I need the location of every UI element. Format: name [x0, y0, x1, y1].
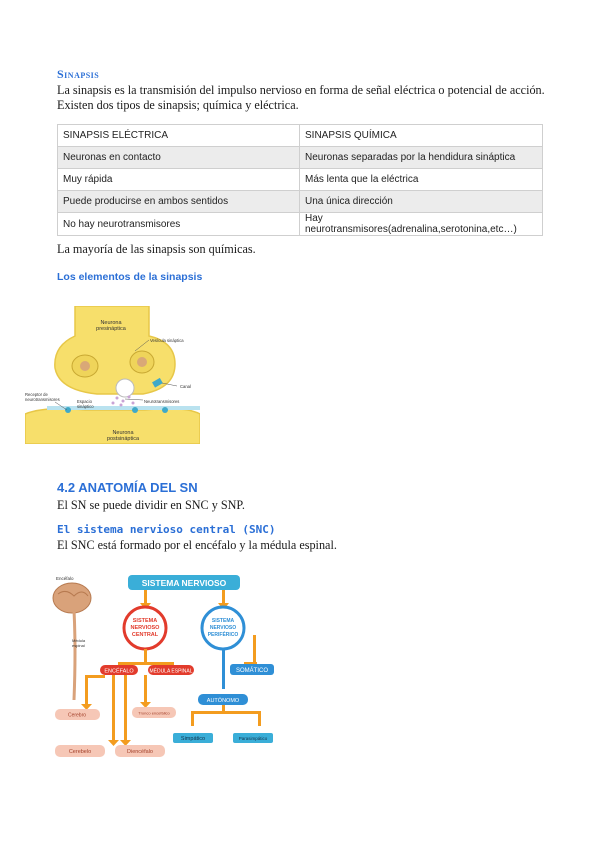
node-central-1: SISTEMA [133, 618, 157, 624]
anatomy-heading: 4.2 ANATOMÍA DEL SN [57, 480, 198, 495]
node-simpatico: Simpático [181, 736, 205, 742]
snc-title: El sistema nervioso central (SNC) [57, 523, 276, 536]
table-cell: Hay neurotransmisores(adrenalina,seroton… [299, 212, 543, 236]
node-parasimpatico: Parasimpático [239, 736, 268, 741]
table-cell: Puede producirse en ambos sentidos [57, 190, 300, 213]
label-pre-1: Neurona [100, 320, 122, 326]
after-table-text: La mayoría de las sinapsis son químicas. [57, 242, 256, 256]
table-cell: SINAPSIS QUÍMICA [299, 124, 543, 147]
node-medula: MÉDULA ESPINAL [149, 668, 192, 675]
snc-line: El SNC está formado por el encéfalo y la… [57, 538, 337, 552]
label-receptor-2: neurotransmisores [25, 397, 60, 402]
label-space-2: sináptico [77, 404, 94, 409]
label-post-2: postsináptica [107, 436, 140, 442]
label-post-1: Neurona [112, 430, 134, 436]
node-somatico: SOMÁTICO [236, 667, 268, 674]
synapse-diagram: Neurona presináptica Neurona postsinápti… [25, 306, 200, 444]
node-periferico-3: PERIFÉRICO [208, 630, 239, 638]
anatomy-line: El SN se puede dividir en SNC y SNP. [57, 498, 245, 512]
label-neurotransmitters: Neurotransmisores [144, 399, 179, 404]
node-periferico-2: NERVIOSO [210, 625, 236, 631]
label-medula-2: espinal [72, 643, 85, 648]
label-space-1: Espacio [77, 399, 93, 404]
label-pre-2: presináptica [96, 326, 127, 332]
table-cell: No hay neurotransmisores [57, 212, 300, 236]
table-cell: Una única dirección [299, 190, 543, 213]
label-receptor-1: Receptor de [25, 392, 48, 397]
node-autonomo: AUTÓNOMO [207, 697, 240, 704]
node-diencefalo: Diencéfalo [127, 749, 153, 755]
node-central-3: CENTRAL [132, 632, 159, 638]
node-tronco: Tronco encefálico [138, 711, 170, 716]
table-cell: Muy rápida [57, 168, 300, 191]
label-encefalo: Encéfalo [56, 576, 74, 581]
table-cell: Neuronas separadas por la hendidura siná… [299, 146, 543, 169]
table-cell: Más lenta que la eléctrica [299, 168, 543, 191]
sinapsis-paragraph-line1: La sinapsis es la transmisión del impuls… [57, 83, 545, 97]
label-vesicle: Vesícula sináptica [150, 338, 184, 343]
table-cell: Neuronas en contacto [57, 146, 300, 169]
node-sistema-nervioso: SISTEMA NERVIOSO [142, 578, 227, 588]
elements-title: Los elementos de la sinapsis [57, 271, 203, 283]
node-cerebelo: Cerebelo [69, 749, 91, 755]
sinapsis-paragraph-line2: Existen dos tipos de sinapsis; química y… [57, 98, 299, 112]
table-cell: SINAPSIS ELÉCTRICA [57, 124, 300, 147]
node-central-2: NERVIOSO [131, 625, 161, 631]
label-medula-1: Médula [72, 638, 86, 643]
node-periferico-1: SISTEMA [212, 618, 235, 624]
node-encefalo: ENCÉFALO [104, 668, 134, 675]
label-canal: Canal [180, 384, 191, 389]
nervous-system-diagram: Encéfalo Médula espinal SISTEMA NERVIOSO… [52, 575, 274, 757]
node-cerebro: Cerebro [68, 713, 86, 719]
section-title-sinapsis: Sinapsis [57, 67, 100, 81]
